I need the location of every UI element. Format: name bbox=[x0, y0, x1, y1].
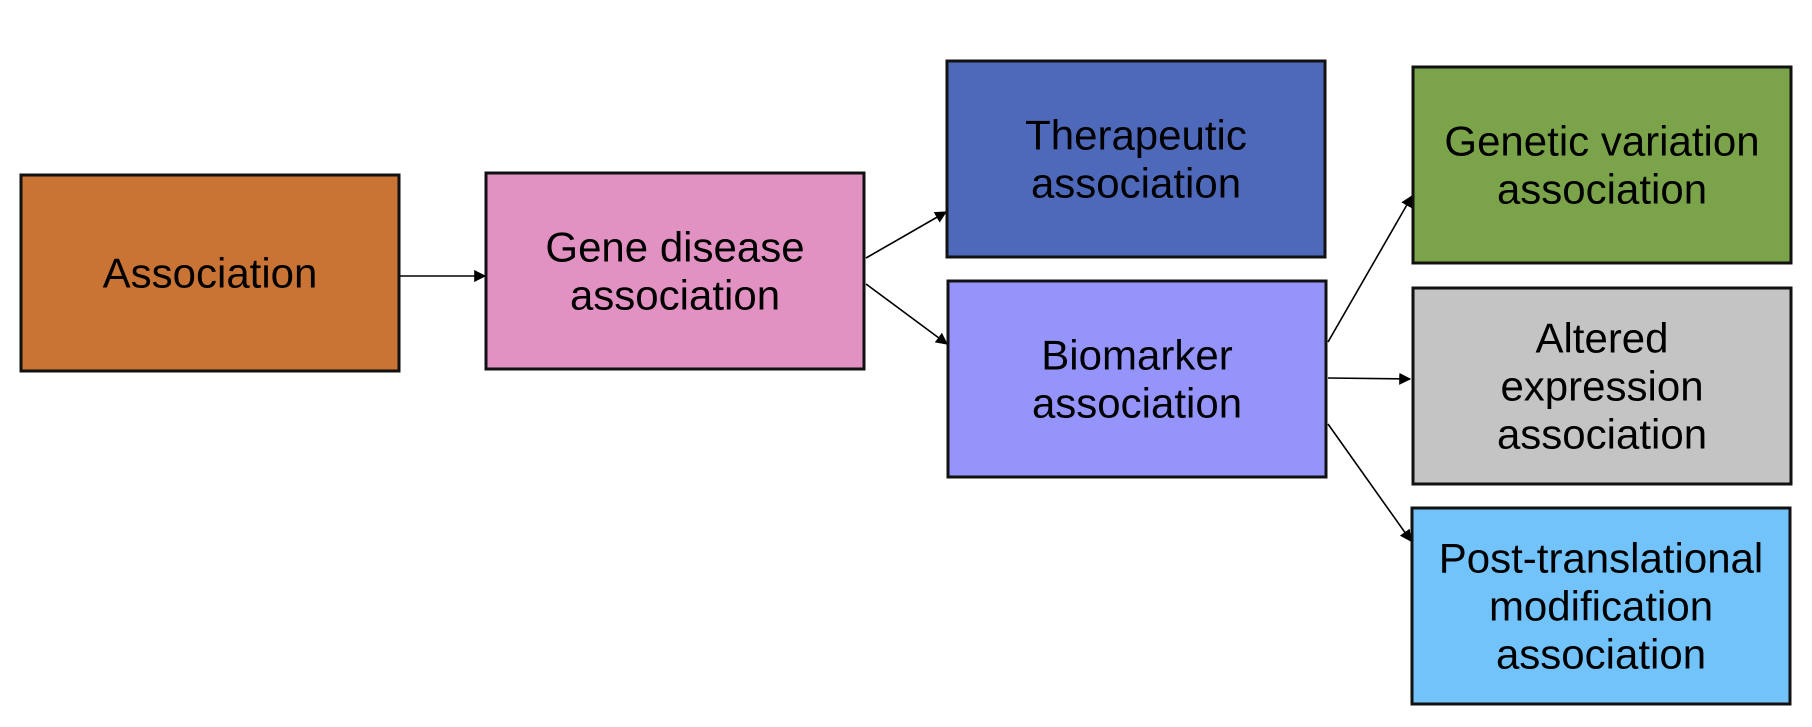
node-label-line: expression bbox=[1500, 363, 1703, 410]
node-label-line: association bbox=[1031, 160, 1241, 207]
node-label-line: modification bbox=[1489, 583, 1713, 630]
arrow-biomarker-to-post-translational bbox=[1327, 423, 1412, 542]
node-association: Association bbox=[19, 173, 401, 373]
node-label-line: association bbox=[1497, 411, 1707, 458]
node-post-translational: Post-translationalmodificationassociatio… bbox=[1410, 506, 1792, 706]
node-label-line: Post-translational bbox=[1439, 535, 1764, 582]
node-label-line: Genetic variation bbox=[1444, 118, 1759, 165]
node-label-line: Gene disease bbox=[545, 224, 804, 271]
node-box-association bbox=[19, 173, 401, 373]
node-label-line: Altered bbox=[1535, 315, 1668, 362]
arrow-gene-disease-to-therapeutic bbox=[865, 211, 948, 259]
node-box-genetic-variation bbox=[1411, 65, 1793, 265]
node-label-line: Biomarker bbox=[1041, 332, 1232, 379]
arrow-gene-disease-to-biomarker bbox=[865, 283, 948, 345]
node-label-line: association bbox=[570, 272, 780, 319]
node-label-line: Therapeutic bbox=[1025, 112, 1247, 159]
arrow-biomarker-to-altered-expression bbox=[1327, 372, 1412, 385]
node-label-line: association bbox=[1497, 166, 1707, 213]
node-box-therapeutic bbox=[945, 59, 1327, 259]
node-box-gene-disease bbox=[484, 171, 866, 371]
node-box-altered-expression bbox=[1411, 286, 1793, 486]
arrow-biomarker-to-genetic-variation bbox=[1327, 194, 1413, 343]
node-box-biomarker bbox=[946, 279, 1328, 479]
node-label-line: association bbox=[1496, 631, 1706, 678]
node-label-line: Association bbox=[103, 250, 318, 297]
node-box-post-translational bbox=[1410, 506, 1792, 706]
edges-layer bbox=[400, 194, 1413, 542]
node-label-line: association bbox=[1032, 380, 1242, 427]
